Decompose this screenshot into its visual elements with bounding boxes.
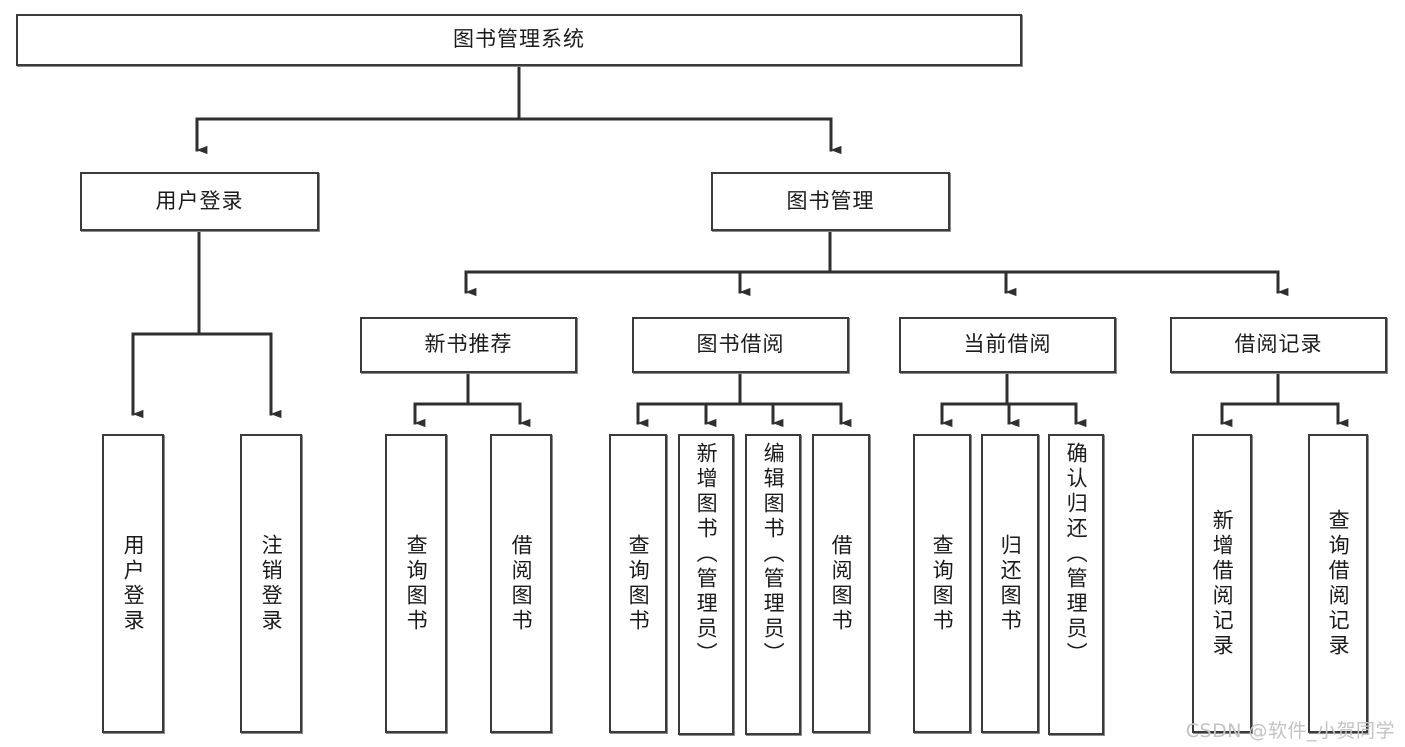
leaf-query-book-3-label: 查询图书: [930, 533, 955, 634]
leaf-add-record-label: 新增借阅记录: [1210, 508, 1235, 659]
leaf-confirm-return[interactable]: 确认归还（管理员）: [1048, 434, 1104, 735]
leaf-user-logout[interactable]: 注销登录: [240, 434, 302, 733]
leaf-user-login[interactable]: 用户登录: [102, 434, 164, 733]
leaf-user-logout-label: 注销登录: [259, 533, 284, 634]
leaf-edit-book-label: 编辑图书（管理员）: [761, 442, 786, 667]
node-book-borrow[interactable]: 图书借阅: [632, 317, 849, 373]
node-book-manage[interactable]: 图书管理: [711, 172, 950, 231]
node-book-manage-label: 图书管理: [786, 188, 875, 213]
node-new-book-recommend[interactable]: 新书推荐: [360, 317, 577, 373]
leaf-query-book-2[interactable]: 查询图书: [609, 434, 667, 733]
node-root[interactable]: 图书管理系统: [16, 14, 1022, 66]
leaf-add-book-label: 新增图书（管理员）: [694, 442, 719, 667]
node-user-login[interactable]: 用户登录: [80, 172, 319, 231]
leaf-borrow-book-1[interactable]: 借阅图书: [490, 434, 552, 733]
leaf-return-book-label: 归还图书: [998, 533, 1023, 634]
leaf-add-record[interactable]: 新增借阅记录: [1192, 434, 1252, 733]
leaf-borrow-book-2[interactable]: 借阅图书: [812, 434, 870, 733]
node-current-borrow[interactable]: 当前借阅: [899, 317, 1116, 373]
node-user-login-label: 用户登录: [155, 188, 244, 213]
node-borrow-record[interactable]: 借阅记录: [1170, 317, 1387, 373]
leaf-query-book-3[interactable]: 查询图书: [913, 434, 971, 733]
leaf-query-book-1-label: 查询图书: [404, 533, 429, 634]
leaf-query-record-label: 查询借阅记录: [1326, 508, 1351, 659]
node-borrow-record-label: 借阅记录: [1234, 332, 1323, 357]
leaf-confirm-return-label: 确认归还（管理员）: [1064, 442, 1089, 667]
node-root-label: 图书管理系统: [453, 27, 585, 52]
leaf-query-book-2-label: 查询图书: [626, 533, 651, 634]
node-book-borrow-label: 图书借阅: [696, 332, 785, 357]
leaf-add-book[interactable]: 新增图书（管理员）: [678, 434, 734, 735]
leaf-user-login-label: 用户登录: [121, 533, 146, 634]
leaf-query-book-1[interactable]: 查询图书: [385, 434, 447, 733]
node-new-book-recommend-label: 新书推荐: [424, 332, 513, 357]
leaf-borrow-book-2-label: 借阅图书: [829, 533, 854, 634]
node-current-borrow-label: 当前借阅: [963, 332, 1052, 357]
leaf-query-record[interactable]: 查询借阅记录: [1308, 434, 1368, 733]
leaf-edit-book[interactable]: 编辑图书（管理员）: [745, 434, 801, 735]
leaf-return-book[interactable]: 归还图书: [981, 434, 1039, 733]
connector-lines: [131, 64, 1349, 428]
leaf-borrow-book-1-label: 借阅图书: [509, 533, 534, 634]
